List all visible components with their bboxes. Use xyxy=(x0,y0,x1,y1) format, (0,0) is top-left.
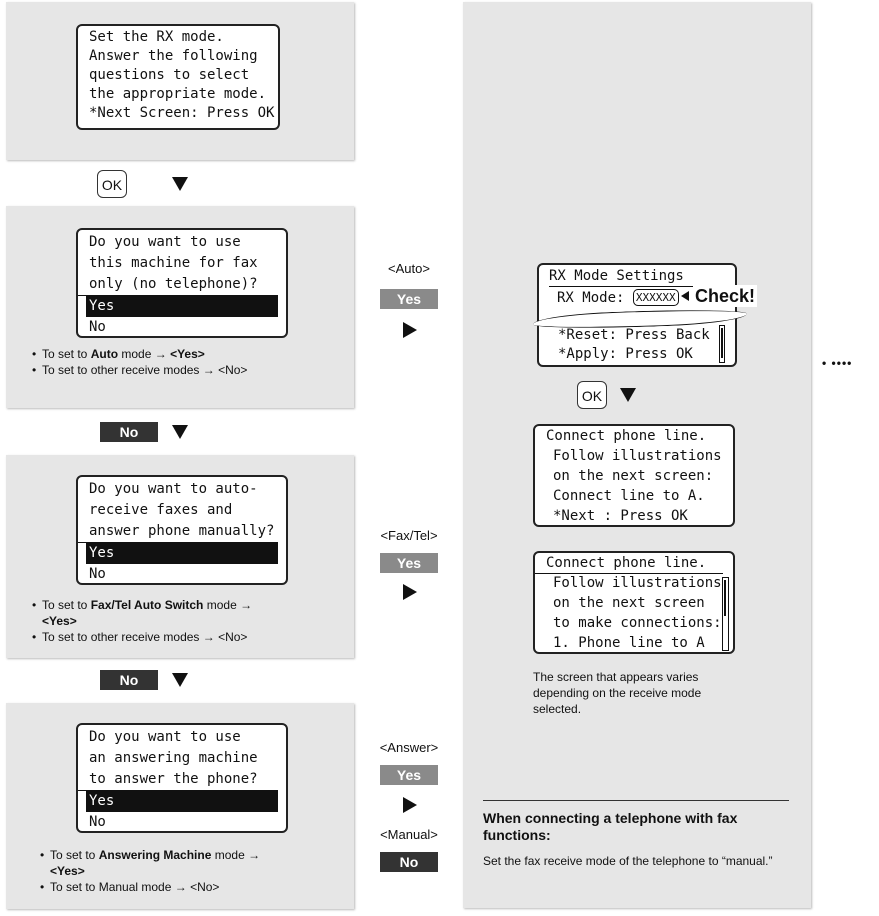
telephone-note-heading: When connecting a telephone with fax fun… xyxy=(483,810,738,843)
question2-bullets: To set to Fax/Tel Auto Switch mode →<Yes… xyxy=(32,597,342,645)
bullet-item: To set to other receive modes → <No> xyxy=(32,629,342,645)
connect-lcd-2: Connect phone line. Follow illustrations… xyxy=(533,551,735,654)
result-panel: RX Mode Settings RX Mode: XXXXXX *Reset:… xyxy=(463,2,811,908)
lcd-line: 1. Phone line to A xyxy=(553,634,705,651)
lcd-line: Follow illustrations xyxy=(553,574,722,591)
lcd-line: Do you want to auto- xyxy=(89,481,258,497)
faxtel-branch-label: <Fax/Tel> xyxy=(380,528,438,543)
no-tag: No xyxy=(380,852,438,872)
lcd-line: Do you want to use xyxy=(89,234,241,250)
lcd-line: to make connections: xyxy=(553,614,722,631)
telephone-note-divider xyxy=(483,800,789,801)
lcd-line: Do you want to use xyxy=(89,729,241,745)
yes-option[interactable]: Yes xyxy=(86,296,278,317)
scrollbar[interactable] xyxy=(719,325,725,363)
question2-panel: Do you want to auto- receive faxes and a… xyxy=(6,455,354,658)
arrow-down-icon xyxy=(620,388,636,402)
bullet-item: To set to Manual mode → <No> xyxy=(40,879,340,895)
question2-lcd: Do you want to auto- receive faxes and a… xyxy=(76,475,288,585)
no-tag: No xyxy=(100,422,158,442)
arrow-right-icon xyxy=(403,584,417,600)
lcd-line: Answer the following xyxy=(89,48,258,64)
lcd-line: *Next : Press OK xyxy=(553,508,688,524)
yes-tag: Yes xyxy=(380,553,438,573)
rx-title: RX Mode Settings xyxy=(549,267,727,287)
scrollbar-thumb[interactable] xyxy=(724,580,726,616)
check-arrow-icon xyxy=(681,291,689,301)
lcd-line: Connect phone line. xyxy=(535,554,723,574)
lcd-line: the appropriate mode. xyxy=(89,86,267,102)
arrow-right-icon xyxy=(403,322,417,338)
rx-mode-lcd: RX Mode Settings RX Mode: XXXXXX *Reset:… xyxy=(532,263,748,367)
lcd-line: this machine for fax xyxy=(89,255,258,271)
telephone-note-body: Set the fax receive mode of the telephon… xyxy=(483,854,773,868)
scrollbar[interactable] xyxy=(722,577,729,651)
no-option[interactable]: No xyxy=(89,566,106,582)
ok-button-icon[interactable]: OK xyxy=(577,381,607,409)
continuation-dots: • •••• xyxy=(822,356,853,370)
answer-branch-label: <Answer> xyxy=(379,740,439,755)
rx-apply-line: *Apply: Press OK xyxy=(558,346,693,362)
ok-button-icon[interactable]: OK xyxy=(97,170,127,198)
arrow-down-icon xyxy=(172,425,188,439)
question1-bullets: To set to Auto mode → <Yes> To set to ot… xyxy=(32,346,342,378)
yes-option[interactable]: Yes xyxy=(86,543,278,564)
question3-panel: Do you want to use an answering machine … xyxy=(6,703,354,909)
question1-lcd: Do you want to use this machine for fax … xyxy=(76,228,288,338)
rx-reset-line: *Reset: Press Back xyxy=(558,327,710,343)
question3-lcd: Do you want to use an answering machine … xyxy=(76,723,288,833)
question3-bullets: To set to Answering Machine mode →<Yes> … xyxy=(40,847,340,895)
yes-option[interactable]: Yes xyxy=(86,791,278,812)
lcd-line: an answering machine xyxy=(89,750,258,766)
rx-mode-label: RX Mode: xyxy=(557,290,625,306)
lcd-line: on the next screen xyxy=(553,594,705,611)
lcd-line: Set the RX mode. xyxy=(89,29,224,45)
check-label: Check! xyxy=(693,285,758,307)
lcd-line: receive faxes and xyxy=(89,502,233,518)
no-tag: No xyxy=(100,670,158,690)
scrollbar-thumb[interactable] xyxy=(720,328,723,358)
yes-tag: Yes xyxy=(380,289,438,309)
lcd-line: Follow illustrations xyxy=(553,448,722,464)
lcd-line: Connect line to A. xyxy=(553,488,705,504)
intro-panel: Set the RX mode. Answer the following qu… xyxy=(6,2,354,160)
yes-tag: Yes xyxy=(380,765,438,785)
auto-branch-label: <Auto> xyxy=(388,261,430,276)
lcd-line: *Next Screen: Press OK xyxy=(89,105,275,121)
no-option[interactable]: No xyxy=(89,319,106,335)
no-option[interactable]: No xyxy=(89,814,106,830)
lcd-line: only (no telephone)? xyxy=(78,274,278,296)
arrow-down-icon xyxy=(172,177,188,191)
lcd-line: answer phone manually? xyxy=(78,521,278,543)
lcd-line: to answer the phone? xyxy=(78,769,278,791)
bullet-item: To set to Fax/Tel Auto Switch mode →<Yes… xyxy=(32,597,342,629)
lcd-line: Connect phone line. xyxy=(546,428,707,444)
rx-mode-row: RX Mode: XXXXXX xyxy=(557,289,679,308)
bullet-item: To set to Answering Machine mode →<Yes> xyxy=(40,847,340,879)
screen-varies-note: The screen that appears varies depending… xyxy=(533,670,702,716)
bullet-item: To set to other receive modes → <No> xyxy=(32,362,342,378)
arrow-down-icon xyxy=(172,673,188,687)
intro-lcd: Set the RX mode. Answer the following qu… xyxy=(76,24,280,130)
lcd-line: questions to select xyxy=(89,67,250,83)
arrow-right-icon xyxy=(403,797,417,813)
bullet-item: To set to Auto mode → <Yes> xyxy=(32,346,342,362)
manual-branch-label: <Manual> xyxy=(380,827,438,842)
rx-mode-value: XXXXXX xyxy=(632,289,679,306)
question1-panel: Do you want to use this machine for fax … xyxy=(6,206,354,408)
lcd-line: on the next screen: xyxy=(553,468,714,484)
connect-lcd-1: Connect phone line. Follow illustrations… xyxy=(533,424,735,527)
